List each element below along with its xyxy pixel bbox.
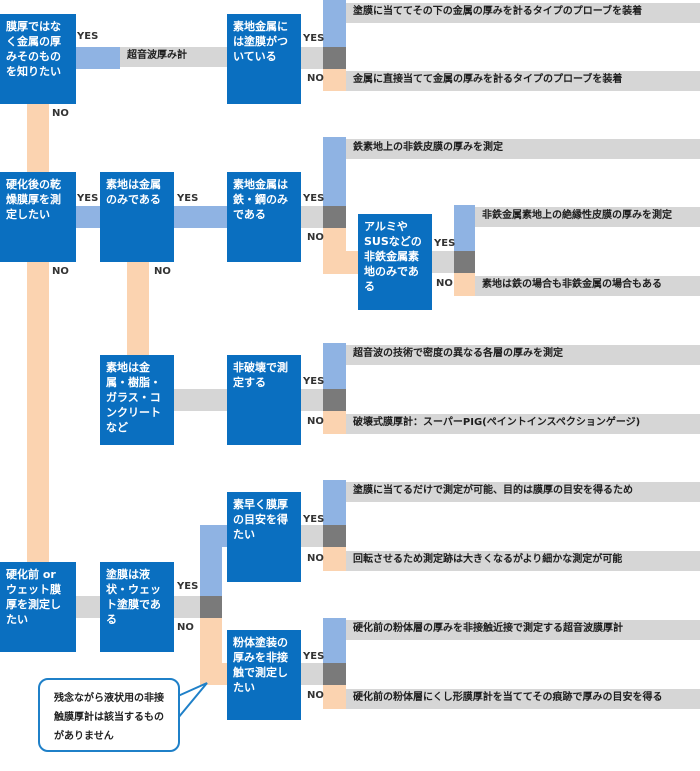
no-connector [200, 663, 227, 685]
no-connector [27, 104, 49, 172]
branch-junction [323, 525, 346, 547]
result-quick-touch: 塗膜に当てるだけで測定が可能、目的は膜厚の目安を得るため [346, 482, 700, 502]
branch-junction [323, 663, 346, 685]
label-no: NO [307, 690, 324, 701]
no-liquid-noncontact-callout: 残念ながら液状用の非接触膜厚計は該当するものがありません [38, 678, 180, 752]
branch-connector [76, 596, 100, 618]
branch-junction [323, 206, 346, 228]
label-no: NO [52, 266, 69, 277]
node-metal-only-question: 素地は金属のみである [100, 172, 174, 262]
node-quick-estimate-question: 素早く膜厚の目安を得たい [227, 492, 301, 582]
label-no: NO [436, 278, 453, 289]
yes-connector [323, 137, 346, 206]
node-nonferrous-question: アルミやSUSなどの非鉄金属素地のみである [358, 214, 432, 310]
label-yes: YES [77, 193, 99, 204]
result-powder-ultrasonic: 硬化前の粉体層の厚みを非接触近接で測定する超音波膜厚計 [346, 620, 700, 640]
branch-junction [323, 389, 346, 411]
yes-connector [323, 0, 346, 47]
branch-connector [301, 525, 323, 547]
label-no: NO [154, 266, 171, 277]
no-connector [323, 251, 358, 274]
branch-connector [301, 47, 323, 69]
label-yes: YES [177, 193, 199, 204]
no-connector [323, 69, 346, 91]
yes-connector [200, 525, 227, 547]
result-insulating-on-nonferrous: 非鉄金属素地上の絶縁性皮膜の厚みを測定 [475, 207, 700, 227]
yes-connector [454, 205, 475, 251]
label-yes: YES [303, 651, 325, 662]
branch-junction [200, 596, 222, 618]
label-no: NO [307, 73, 324, 84]
node-mixed-substrate-question: 素地は金属・樹脂・ガラス・コンクリートなど [100, 355, 174, 445]
result-metal-under-coating: 塗膜に当ててその下の金属の厚みを計るタイプのプローブを装着 [346, 3, 700, 23]
label-yes: YES [303, 514, 325, 525]
no-connector [323, 411, 346, 434]
node-film-vs-metal-question: 膜厚ではなく金属の厚みそのものを知りたい [0, 14, 76, 104]
node-powder-question: 粉体塗装の厚みを非接触で測定したい [227, 630, 301, 720]
label-no: NO [307, 232, 324, 243]
branch-connector [301, 663, 323, 685]
no-connector [27, 262, 49, 562]
label-yes: YES [303, 376, 325, 387]
label-no: NO [307, 416, 324, 427]
label-yes: YES [303, 193, 325, 204]
no-connector [454, 273, 475, 296]
result-powder-comb: 硬化前の粉体層にくし形膜厚計を当ててその痕跡で厚みの目安を得る [346, 689, 700, 709]
branch-connector [301, 206, 323, 228]
branch-connector [432, 251, 454, 273]
node-dry-film-question: 硬化後の乾燥膜厚を測定したい [0, 172, 76, 262]
yes-connector [174, 206, 227, 228]
label-yes: YES [77, 31, 99, 42]
label-yes: YES [434, 238, 456, 249]
result-destructive-pig: 破壊式膜厚計：スーパーPIG(ペイントインスペクションゲージ) [346, 414, 700, 434]
node-iron-steel-question: 素地金属は鉄・鋼のみである [227, 172, 301, 262]
no-connector [323, 547, 346, 571]
yes-connector [76, 47, 120, 69]
yes-connector [323, 343, 346, 389]
result-ultrasonic-layers: 超音波の技術で密度の異なる各層の厚みを測定 [346, 345, 700, 365]
no-connector [323, 685, 346, 709]
branch-junction [323, 47, 346, 69]
yes-connector [76, 206, 100, 228]
label-no: NO [52, 108, 69, 119]
no-connector [127, 262, 149, 355]
result-rotating: 回転させるため測定跡は大きくなるがより細かな測定が可能 [346, 551, 700, 571]
label-no: NO [177, 622, 194, 633]
result-metal-direct: 金属に直接当てて金属の厚みを計るタイプのプローブを装着 [346, 71, 700, 91]
result-nonferrous-film-on-iron: 鉄素地上の非鉄皮膜の厚みを測定 [346, 139, 700, 159]
label-yes: YES [177, 581, 199, 592]
branch-connector [174, 389, 227, 411]
label-yes: YES [303, 33, 325, 44]
branch-connector [301, 389, 323, 411]
node-wet-film-question: 硬化前 or ウェット膜厚を測定したい [0, 562, 76, 652]
yes-connector [323, 618, 346, 663]
yes-connector [323, 480, 346, 525]
node-metal-coated-question: 素地金属には塗膜がついている [227, 14, 301, 104]
branch-connector [174, 596, 200, 618]
branch-junction [454, 251, 475, 273]
result-both-substrates: 素地は鉄の場合も非鉄金属の場合もある [475, 276, 700, 296]
node-nondestructive-question: 非破壊で測定する [227, 355, 301, 445]
node-liquid-wet-question: 塗膜は液状・ウェット塗膜である [100, 562, 174, 652]
band-ultrasonic-gauge: 超音波厚み計 [120, 47, 227, 67]
label-no: NO [307, 553, 324, 564]
callout-pointer [177, 682, 208, 721]
